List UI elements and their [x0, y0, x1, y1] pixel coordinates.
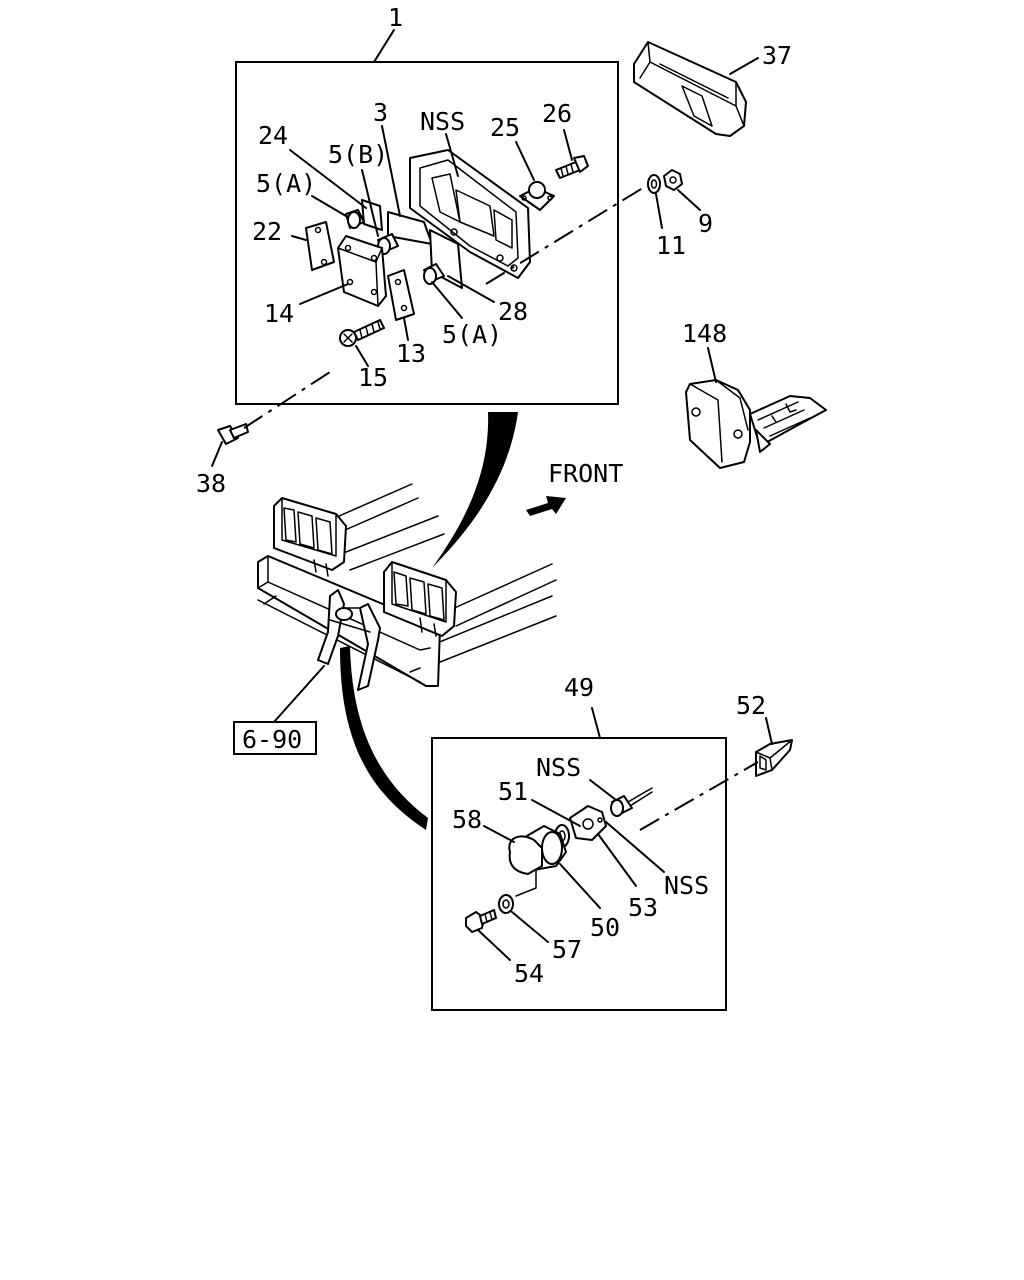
reflector-22	[305, 221, 335, 271]
leader-5a-lower	[431, 281, 463, 319]
dash-housing-washer	[485, 185, 647, 285]
leader-nss-wire	[605, 821, 665, 873]
stud-25	[519, 181, 555, 211]
callout-37: 37	[762, 41, 792, 70]
callout-58: 58	[452, 805, 482, 834]
leader-22	[291, 235, 307, 241]
callout-3: 3	[373, 98, 388, 127]
lamp-housing	[409, 149, 531, 279]
leader-9	[677, 189, 701, 211]
washer-11	[647, 174, 661, 194]
callout-13: 13	[396, 339, 426, 368]
callout-49: 49	[564, 673, 594, 702]
assembly-49-frame	[431, 737, 727, 1011]
callout-5a-lower: 5(A)	[442, 320, 502, 349]
holder-53	[569, 805, 607, 841]
washer-57	[498, 894, 514, 914]
bolt-38	[217, 423, 249, 445]
callout-nss-connector: NSS	[536, 753, 581, 782]
callout-22: 22	[252, 217, 282, 246]
dash-bolt-box	[243, 371, 331, 429]
callout-25: 25	[490, 113, 520, 142]
callout-nss-housing: NSS	[420, 107, 465, 136]
leader-11	[655, 193, 663, 229]
pin-5b	[377, 233, 399, 255]
leader-nss-connector	[589, 779, 617, 801]
callout-54: 54	[514, 959, 544, 988]
pin-5a-lower	[423, 263, 445, 285]
callout-5b: 5(B)	[328, 140, 388, 169]
front-arrow-icon	[526, 496, 566, 516]
callout-57: 57	[552, 935, 582, 964]
leader-54	[477, 929, 511, 961]
leader-5b	[361, 169, 379, 237]
callout-50: 50	[590, 913, 620, 942]
leader-26	[563, 129, 573, 161]
leader-24	[289, 149, 367, 209]
pointer-lower	[340, 646, 428, 830]
leader-53	[597, 833, 637, 887]
leader-58	[483, 825, 515, 843]
nut-9	[663, 169, 683, 191]
callout-28: 28	[498, 297, 528, 326]
pin-5a-upper	[345, 209, 365, 229]
callout-1: 1	[388, 3, 403, 32]
callout-53: 53	[628, 893, 658, 922]
assembly-1-frame	[235, 61, 619, 405]
leader-5a-upper	[311, 195, 347, 217]
front-label: FRONT	[548, 459, 623, 488]
bracket-13	[387, 269, 415, 321]
callout-24: 24	[258, 121, 288, 150]
callout-51: 51	[498, 777, 528, 806]
leader-15	[355, 345, 369, 367]
leader-6-90	[273, 665, 325, 723]
leader-25	[515, 141, 535, 181]
washer-57-hole	[502, 899, 510, 909]
truck-frame	[257, 483, 557, 691]
callout-26: 26	[542, 99, 572, 128]
leader-49	[591, 707, 601, 739]
callout-52: 52	[736, 691, 766, 720]
leader-38	[211, 441, 223, 467]
lens-14	[337, 235, 387, 307]
leader-37	[729, 57, 759, 75]
connector-nss	[610, 787, 653, 817]
leader-52	[765, 717, 773, 745]
leader-nss-housing	[445, 133, 459, 177]
leader-148	[707, 347, 717, 383]
callout-148: 148	[682, 319, 727, 348]
bolt-26	[555, 155, 589, 179]
leader-57	[511, 911, 549, 943]
callout-38: 38	[196, 469, 226, 498]
callout-9: 9	[698, 209, 713, 238]
leader-50	[559, 863, 601, 909]
callout-nss-wire: NSS	[664, 871, 709, 900]
callout-14: 14	[264, 299, 294, 328]
washer-11-hole	[650, 179, 658, 189]
side-lamp-148	[685, 379, 827, 469]
screw-15	[339, 319, 385, 347]
pointer-upper	[432, 412, 518, 568]
boot-52	[755, 739, 793, 777]
callout-15: 15	[358, 363, 388, 392]
leader-13	[403, 317, 409, 341]
callout-6-90: 6-90	[242, 725, 302, 754]
leader-1	[373, 29, 395, 63]
leader-28	[447, 275, 495, 303]
screw-54	[465, 909, 497, 933]
callout-11: 11	[656, 231, 686, 260]
dash-connector-boot	[639, 761, 759, 831]
leader-14	[299, 283, 349, 305]
leader-51	[531, 799, 581, 827]
leader-3	[381, 125, 401, 217]
nut-9-hole	[669, 176, 677, 184]
guard-37	[633, 41, 747, 137]
callout-5a-upper: 5(A)	[256, 169, 316, 198]
